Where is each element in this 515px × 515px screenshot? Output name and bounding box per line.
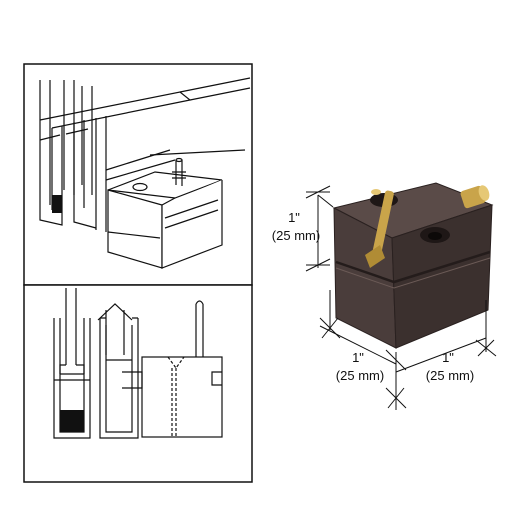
width-mm: (25 mm) bbox=[426, 368, 474, 383]
height-dimension-label: 1" (25 mm) bbox=[272, 210, 320, 243]
height-mm: (25 mm) bbox=[272, 228, 320, 243]
height-inches: 1" bbox=[288, 210, 300, 225]
width-inches: 1" bbox=[442, 350, 454, 365]
connector-block-photo bbox=[332, 182, 494, 349]
depth-inches: 1" bbox=[352, 350, 364, 365]
depth-mm: (25 mm) bbox=[336, 368, 384, 383]
set-screw-icon bbox=[460, 185, 490, 209]
width-dimension-label: 1" (25 mm) bbox=[426, 350, 474, 383]
cross-section-panel bbox=[23, 284, 253, 483]
dimension-lines bbox=[305, 185, 497, 410]
depth-dimension-label: 1" (25 mm) bbox=[336, 350, 384, 383]
brass-pin-icon bbox=[365, 189, 394, 268]
block-right-face bbox=[391, 204, 493, 349]
installation-perspective-panel bbox=[23, 63, 253, 286]
